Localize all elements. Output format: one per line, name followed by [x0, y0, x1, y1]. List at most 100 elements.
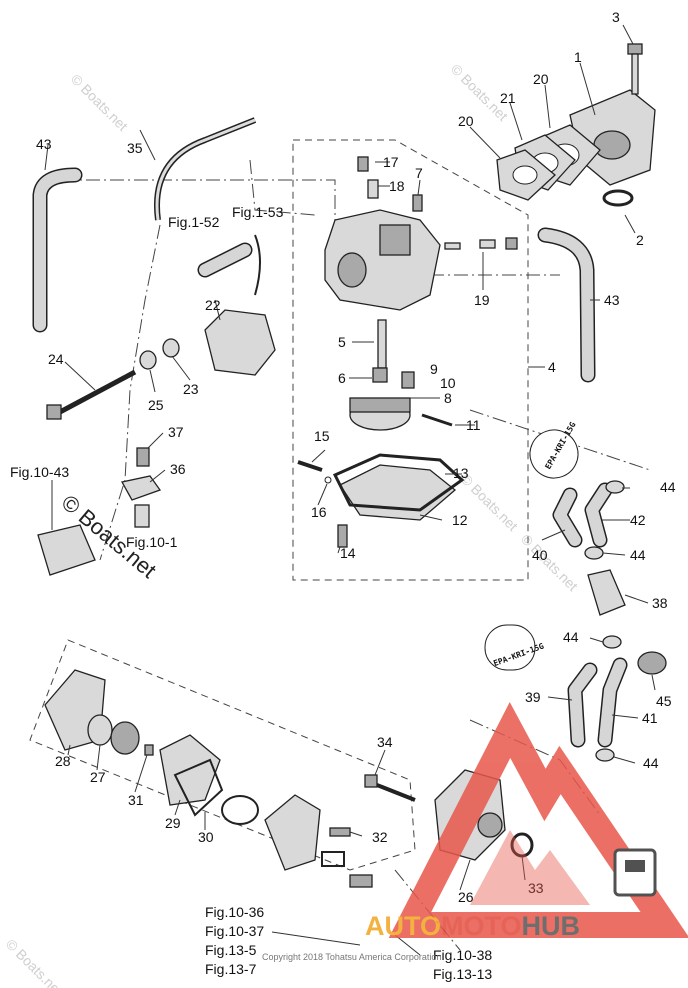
plunger-pump	[349, 874, 373, 888]
needle-valve-9	[401, 371, 415, 389]
ref-fig-10-1: Fig.10-1	[126, 534, 178, 550]
drain-screw-15	[297, 460, 323, 472]
watermark-text: © Boats.net	[3, 936, 66, 988]
bolt-37	[136, 447, 150, 467]
callout-39: 39	[525, 689, 541, 705]
carburetor-body	[324, 209, 441, 311]
jet-6	[372, 367, 388, 383]
copyright-text: Copyright 2018 Tohatsu America Corporati…	[262, 952, 441, 962]
routing-line	[62, 179, 336, 220]
hose-40	[552, 487, 583, 548]
callout-44-a: 44	[660, 479, 676, 495]
hose-43-right	[537, 227, 596, 383]
callout-43-b: 43	[604, 292, 620, 308]
hose-fig-1-52	[197, 242, 253, 278]
screw-17	[357, 156, 369, 172]
brand-part-hub: HUB	[522, 911, 581, 941]
brand-part-moto: MOTO	[441, 911, 522, 941]
callout-1: 1	[574, 49, 582, 65]
callout-11: 11	[466, 417, 481, 433]
callout-21: 21	[500, 90, 516, 106]
collar-fig-10-1	[134, 504, 150, 528]
routing-line	[249, 159, 316, 216]
cable-35	[154, 117, 257, 221]
callout-29: 29	[165, 815, 181, 831]
automotohub-logo: AUTOMOTOHUB	[365, 702, 688, 941]
clamp-36	[121, 475, 162, 501]
logo-motor-icon	[613, 848, 657, 897]
callout-36: 36	[170, 461, 186, 477]
callout-38: 38	[652, 595, 668, 611]
callout-17: 17	[383, 154, 399, 170]
callout-35: 35	[127, 140, 143, 156]
ref-fig-1-53: Fig.1-53	[232, 204, 284, 220]
hose-42	[584, 482, 613, 548]
callout-30: 30	[198, 829, 214, 845]
ref-fig-1-52: Fig.1-52	[168, 214, 220, 230]
callout-14: 14	[340, 545, 356, 561]
callout-45: 45	[656, 693, 672, 709]
spring-18	[367, 179, 379, 199]
callout-19: 19	[474, 292, 490, 308]
watermark-text: © Boats.net	[68, 71, 131, 134]
ref-fig-13-5: Fig.13-5	[205, 942, 257, 958]
callout-28: 28	[55, 753, 71, 769]
clip-44-d	[595, 748, 615, 762]
diaphragm-29	[159, 734, 221, 806]
callout-2: 2	[636, 232, 644, 248]
callout-33: 33	[528, 880, 544, 896]
manifold-1	[569, 89, 656, 186]
fuel-pump-boundary	[29, 639, 416, 871]
screw-14	[337, 524, 348, 548]
bolt-3	[627, 43, 643, 95]
callout-34: 34	[377, 734, 393, 750]
screw-set-19	[444, 237, 518, 250]
clip-44-b	[584, 546, 604, 560]
tag-epa-upper: EPA-KRI-15G	[529, 420, 579, 479]
clip-44-c	[602, 635, 622, 649]
clip-44-a	[605, 480, 625, 494]
ref-fig-10-38: Fig.10-38	[433, 947, 492, 963]
callout-9: 9	[430, 361, 438, 377]
bolt-34	[364, 774, 416, 802]
callout-41: 41	[642, 710, 658, 726]
callout-24: 24	[48, 351, 64, 367]
tag-epa-lower: EPA-KRI-15G	[484, 624, 545, 671]
ref-fig-13-13: Fig.13-13	[433, 966, 492, 982]
gasket-20-lower	[496, 149, 556, 201]
callout-5: 5	[338, 334, 346, 350]
brand-part-auto: AUTO	[365, 911, 441, 941]
callout-3: 3	[612, 9, 620, 25]
float-chamber-12	[339, 464, 457, 521]
callout-26: 26	[458, 889, 474, 905]
float-8	[349, 397, 411, 431]
callout-44-d: 44	[643, 755, 659, 771]
hose-43-left	[32, 167, 83, 333]
silencer-22	[204, 309, 276, 376]
spring-pump	[221, 795, 259, 825]
callout-18: 18	[389, 178, 405, 194]
bolt-24	[46, 369, 137, 420]
brand-text: AUTOMOTOHUB	[365, 911, 580, 941]
screw-31	[144, 744, 154, 756]
callout-16: 16	[311, 504, 327, 520]
routing-line	[469, 409, 651, 471]
o-ring-2	[602, 189, 634, 207]
o-ring-16	[324, 476, 332, 484]
leader-lines	[44, 24, 656, 891]
callout-7: 7	[415, 165, 423, 181]
gasket-30	[173, 758, 224, 817]
jet-5	[377, 319, 387, 369]
logo-inner-shape	[470, 830, 590, 905]
hose-fig-1-53	[254, 234, 261, 296]
callout-43-a: 43	[36, 136, 52, 152]
ref-fig-13-7: Fig.13-7	[205, 961, 257, 977]
washer-25	[139, 350, 157, 370]
pump-body	[264, 794, 321, 871]
hose-39	[567, 662, 598, 748]
bolt-32	[329, 827, 351, 837]
callout-32: 32	[372, 829, 388, 845]
fuel-filter-38	[587, 569, 626, 616]
callout-15: 15	[314, 428, 330, 444]
